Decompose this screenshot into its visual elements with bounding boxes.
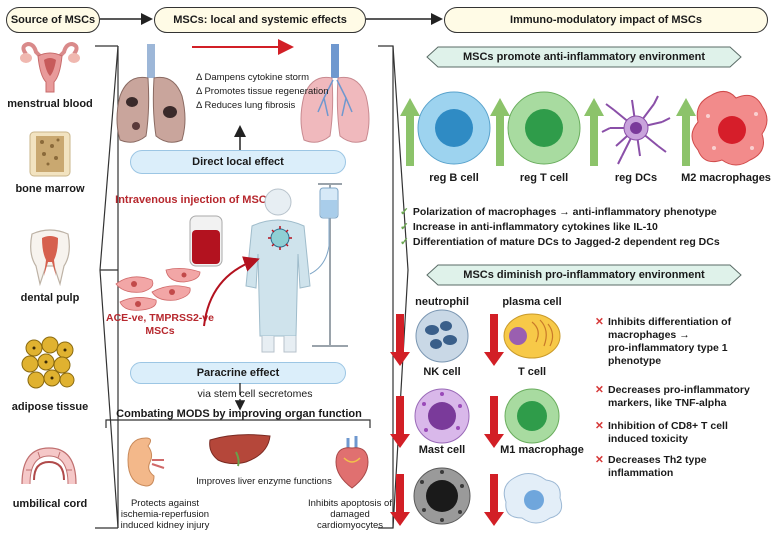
pro-cell-label-neutrophil: neutrophil <box>415 296 469 308</box>
red-arrow-1 <box>390 314 410 366</box>
impact-header: Immuno-modulatory impact of MSCs <box>444 7 768 33</box>
source-bone-marrow: bone marrow <box>15 183 85 195</box>
mods-title: Combating MODS by improving organ functi… <box>116 408 362 420</box>
secretomes-label: via stem cell secretomes <box>197 388 313 400</box>
pro-cell-label-t: T cell <box>517 366 547 378</box>
source-menstrual-blood: menstrual blood <box>7 98 93 110</box>
source-bracket <box>95 45 119 529</box>
source-adipose-tissue: adipose tissue <box>11 401 89 413</box>
pro-point-1: ✕ Inhibits differentiation of macrophage… <box>595 316 732 367</box>
msc-label-1: ACE-ve, TMPRSS2-ve <box>106 312 214 324</box>
cross-icon: ✕ <box>595 316 604 328</box>
heart-text-2: damaged <box>330 509 370 520</box>
cross-icon: ✕ <box>595 420 604 432</box>
reg-dc-cell <box>601 95 671 165</box>
kidney-icon <box>127 437 165 487</box>
anti-banner-text: MSCs promote anti-inflammatory environme… <box>462 51 706 63</box>
middle-bracket <box>378 45 394 529</box>
anti-cell-label-1: reg B cell <box>429 172 479 184</box>
pro-cell-label-plasma: plasma cell <box>502 296 562 308</box>
injection-label: Intravenous injection of MSCs <box>115 194 273 206</box>
red-arrow-4 <box>484 396 504 448</box>
pro-cells-grid <box>390 309 563 526</box>
red-arrow-3 <box>390 396 410 448</box>
kidney-text-3: induced kidney injury <box>120 520 210 531</box>
pro-cell-label-mast: Mast cell <box>418 444 466 456</box>
anti-inflammatory-banner: MSCs promote anti-inflammatory environme… <box>426 46 742 68</box>
heart-icon <box>335 436 369 489</box>
msc-cells-icon <box>115 268 201 311</box>
green-arrow-4 <box>676 98 696 166</box>
cross-icon: ✕ <box>595 384 604 396</box>
adipose-tissue-icon <box>21 336 75 389</box>
pro-banner-text: MSCs diminish pro-inflammatory environme… <box>463 269 705 281</box>
pro-point-3: ✕ Inhibition of CD8+ T cell induced toxi… <box>595 420 728 445</box>
liver-text: Improves liver enzyme functions <box>196 476 332 487</box>
damaged-lungs-icon <box>116 44 186 143</box>
pro-cell-label-nk: NK cell <box>423 366 461 378</box>
plasma-cell <box>503 313 561 359</box>
lung-effect-1: Δ Dampens cytokine storm <box>196 72 309 83</box>
heart-text-3: cardiomyocytes <box>317 520 383 531</box>
anti-point-3: ✓Differentiation of mature DCs to Jagged… <box>400 236 720 248</box>
anti-cell-label-2: reg T cell <box>519 172 569 184</box>
pro-point-2: ✕ Decreases pro-inflammatory markers, li… <box>595 384 750 409</box>
direct-local-effect-box: Direct local effect <box>130 150 346 174</box>
red-arrow-2 <box>484 314 504 366</box>
uterus-icon <box>20 41 80 93</box>
anti-cell-label-4: M2 macrophages <box>681 172 771 184</box>
green-arrow-3 <box>584 98 604 166</box>
cross-icon: ✕ <box>595 454 604 466</box>
tooth-icon <box>30 229 70 286</box>
source-header: Source of MSCs <box>6 7 100 33</box>
healthy-lungs-icon <box>300 44 370 143</box>
blood-bag-icon <box>189 215 223 267</box>
bone-marrow-icon <box>29 131 71 177</box>
anti-point-1: ✓Polarization of macrophages → anti-infl… <box>400 206 717 218</box>
umbilical-cord-icon <box>21 447 77 485</box>
pro-point-4: ✕ Decreases Th2 type inflammation <box>595 454 707 479</box>
paracrine-effect-box: Paracrine effect <box>130 362 346 384</box>
green-arrow-1 <box>400 98 420 166</box>
source-umbilical-cord: umbilical cord <box>12 498 88 510</box>
liver-icon <box>209 434 271 467</box>
pro-cell-label-m1: M1 macrophage <box>500 444 584 456</box>
pro-inflammatory-banner: MSCs diminish pro-inflammatory environme… <box>426 264 742 286</box>
neutrophil-cell <box>415 309 469 363</box>
kidney-text-1: Protects against <box>130 498 200 509</box>
kidney-text-2: ischemia-reperfusion <box>120 509 210 520</box>
anti-cells-row <box>400 91 768 166</box>
heart-text-1: Inhibits apoptosis of <box>308 498 392 509</box>
patient-iv-icon <box>203 183 348 353</box>
lung-effect-3: Δ Reduces lung fibrosis <box>196 100 296 111</box>
anti-cell-label-3: reg DCs <box>614 172 658 184</box>
red-arrow-6 <box>484 474 504 526</box>
msc-label-2: MSCs <box>145 325 175 337</box>
source-dental-pulp: dental pulp <box>20 292 80 304</box>
anti-point-2: ✓Increase in anti-inflammatory cytokines… <box>400 221 658 233</box>
green-arrow-2 <box>490 98 510 166</box>
lung-effect-2: Δ Promotes tissue regeneration <box>196 86 329 97</box>
effects-header: MSCs: local and systemic effects <box>154 7 366 33</box>
red-arrow-5 <box>390 474 410 526</box>
